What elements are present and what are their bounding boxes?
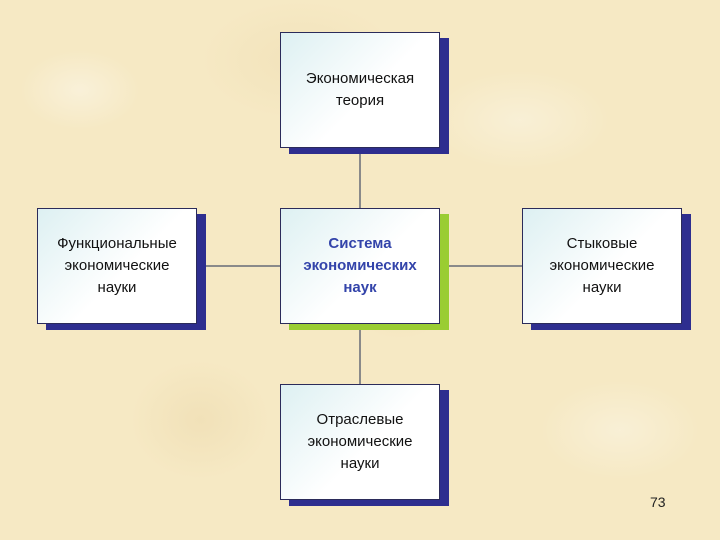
bottom-box: Отраслевые экономические науки xyxy=(280,384,440,500)
bottom-box-label: Отраслевые экономические науки xyxy=(307,411,413,472)
connector-center-right xyxy=(440,265,522,267)
top-box-label: Экономическая теория xyxy=(305,70,415,109)
page-number: 73 xyxy=(650,494,666,510)
center-box: Система экономических наук xyxy=(280,208,440,324)
left-box-label: Функциональные экономические науки xyxy=(57,235,177,296)
right-box-label: Стыковые экономические науки xyxy=(549,235,655,296)
left-box: Функциональные экономические науки xyxy=(37,208,197,324)
top-box: Экономическая теория xyxy=(280,32,440,148)
right-box: Стыковые экономические науки xyxy=(522,208,682,324)
connector-top-center xyxy=(359,148,361,208)
center-box-label: Система экономических наук xyxy=(303,235,417,296)
connector-left-center xyxy=(198,265,280,267)
connector-center-bottom xyxy=(359,324,361,384)
